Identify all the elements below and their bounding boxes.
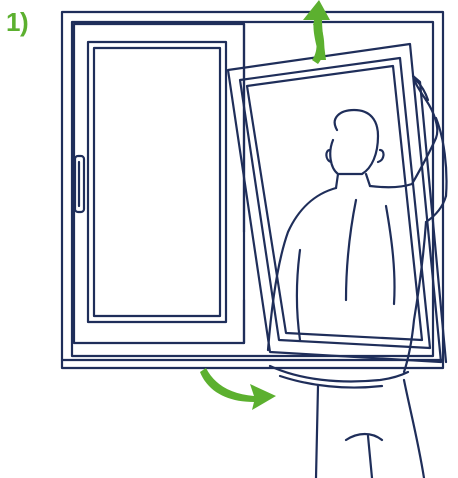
arrow-curved-right-icon <box>200 368 276 410</box>
swing-arrow <box>200 368 276 410</box>
left-sash <box>74 24 244 343</box>
arrow-up-icon <box>303 0 330 64</box>
window-handle <box>75 156 84 212</box>
removed-sash <box>228 44 446 362</box>
